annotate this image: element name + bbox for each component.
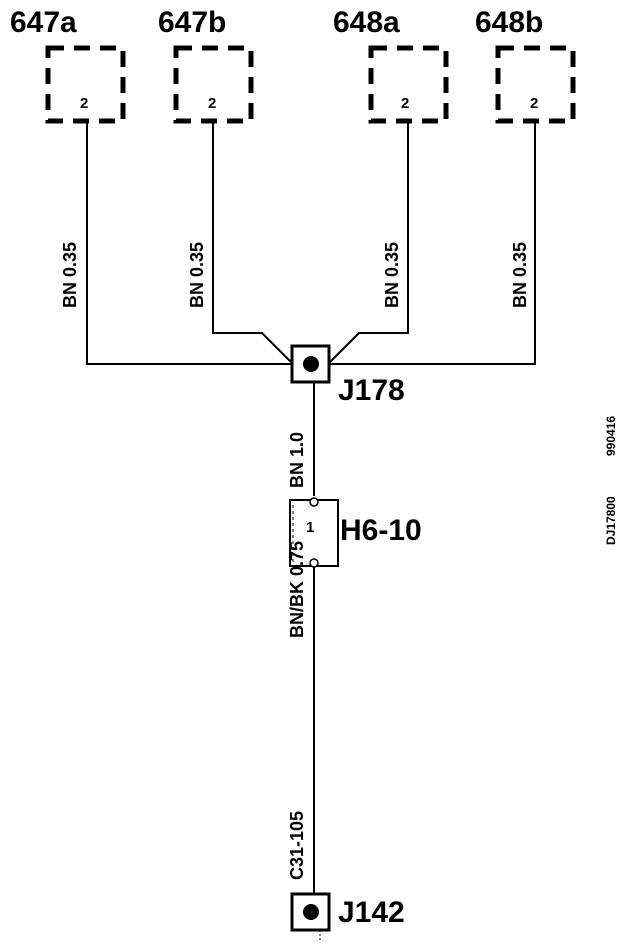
wire-648b-label: BN 0.35 xyxy=(510,242,530,308)
fuse-h6-10-box xyxy=(289,499,339,567)
wire-648b xyxy=(328,121,536,365)
ref-date: 990416 xyxy=(604,416,618,456)
connector-647b-label: 647b xyxy=(158,6,226,39)
wire-648a-label: BN 0.35 xyxy=(382,242,402,308)
ref-code: DJ17800 xyxy=(604,496,618,545)
connector-647a-box xyxy=(45,45,126,124)
wire-bottom-label: C31-105 xyxy=(287,811,307,880)
connector-647a-pin: 2 xyxy=(80,95,88,112)
connector-648a-pin: 2 xyxy=(401,95,409,112)
connector-648a-label: 648a xyxy=(333,6,400,39)
splice-j142-label: J142 xyxy=(338,896,405,929)
wire-647b-label: BN 0.35 xyxy=(187,242,207,308)
splice-j178-label: J178 xyxy=(338,374,405,407)
wire-647b xyxy=(212,121,294,365)
connector-647b-pin: 2 xyxy=(208,95,216,112)
splice-j178-box xyxy=(290,344,331,384)
fuse-bottom-terminal xyxy=(309,558,319,568)
connector-648b-pin: 2 xyxy=(530,95,538,112)
wire-lower-label: BN/BK 0.75 xyxy=(287,541,307,638)
wire-647a xyxy=(86,121,293,365)
wire-648a xyxy=(327,121,409,365)
wire-main-label: BN 1.0 xyxy=(287,432,307,488)
splice-j178-dot xyxy=(303,356,319,372)
splice-j142-dot xyxy=(303,904,319,920)
connector-648b-label: 648b xyxy=(475,6,543,39)
fuse-h6-10-label: H6-10 xyxy=(340,514,422,547)
fuse-top-terminal xyxy=(309,497,319,507)
connector-647a-label: 647a xyxy=(10,6,77,39)
fuse-h6-10-pin: 1 xyxy=(306,519,314,536)
wire-647a-label: BN 0.35 xyxy=(60,242,80,308)
